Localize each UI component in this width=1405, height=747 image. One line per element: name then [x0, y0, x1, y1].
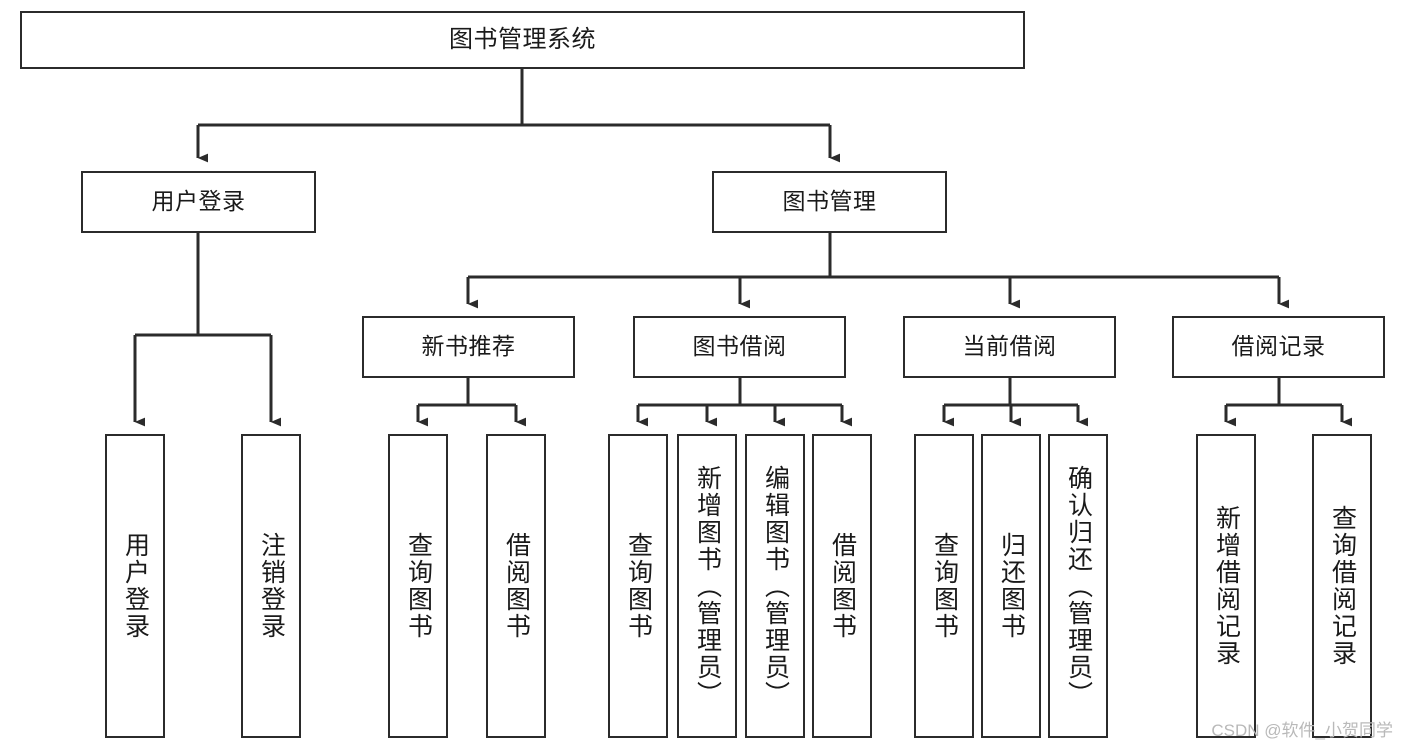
node-root-library-management-system[interactable]: 图书管理系统	[20, 11, 1025, 69]
leaf-current-borrow-query-books[interactable]: 查询图书	[914, 434, 974, 738]
leaf-new-book-borrow-books[interactable]: 借阅图书	[486, 434, 546, 738]
leaf-book-borrow-borrow-books[interactable]: 借阅图书	[812, 434, 872, 738]
node-label: 新书推荐	[421, 333, 516, 360]
leaf-current-borrow-return-books[interactable]: 归还图书	[981, 434, 1041, 738]
node-label: 当前借阅	[962, 333, 1057, 360]
node-label: 用户登录	[151, 188, 246, 215]
node-label: 借阅记录	[1231, 333, 1326, 360]
leaf-user-login-sign-in[interactable]: 用户登录	[105, 434, 165, 738]
node-label: 归还图书	[997, 532, 1026, 640]
node-label: 图书管理系统	[449, 25, 596, 53]
leaf-user-login-sign-out[interactable]: 注销登录	[241, 434, 301, 738]
node-label: 查询图书	[624, 532, 653, 640]
leaf-borrow-record-query-record[interactable]: 查询借阅记录	[1312, 434, 1372, 738]
node-current-borrowing[interactable]: 当前借阅	[903, 316, 1116, 378]
node-label: 注销登录	[257, 532, 286, 640]
node-label: 新增借阅记录	[1212, 505, 1241, 667]
leaf-book-borrow-query-books[interactable]: 查询图书	[608, 434, 668, 738]
node-label: 新增图书（管理员）	[693, 464, 722, 708]
leaf-new-book-query-books[interactable]: 查询图书	[388, 434, 448, 738]
leaf-book-borrow-add-book-admin[interactable]: 新增图书（管理员）	[677, 434, 737, 738]
leaf-borrow-record-add-record[interactable]: 新增借阅记录	[1196, 434, 1256, 738]
node-label: 借阅图书	[828, 532, 857, 640]
node-borrowing-records[interactable]: 借阅记录	[1172, 316, 1385, 378]
node-label: 编辑图书（管理员）	[761, 464, 790, 708]
node-label: 查询图书	[930, 532, 959, 640]
node-label: 确认归还（管理员）	[1064, 464, 1093, 708]
node-book-borrowing[interactable]: 图书借阅	[633, 316, 846, 378]
node-label: 借阅图书	[502, 532, 531, 640]
leaf-book-borrow-edit-book-admin[interactable]: 编辑图书（管理员）	[745, 434, 805, 738]
watermark-text: CSDN @软件_小贺同学	[1211, 721, 1393, 740]
node-new-book-recommendation[interactable]: 新书推荐	[362, 316, 575, 378]
node-label: 查询图书	[404, 532, 433, 640]
node-label: 图书借阅	[692, 333, 787, 360]
leaf-current-borrow-confirm-return-admin[interactable]: 确认归还（管理员）	[1048, 434, 1108, 738]
node-label: 查询借阅记录	[1328, 505, 1357, 667]
node-label: 图书管理	[782, 188, 877, 215]
node-book-management[interactable]: 图书管理	[712, 171, 947, 233]
node-user-login[interactable]: 用户登录	[81, 171, 316, 233]
node-label: 用户登录	[121, 532, 150, 640]
